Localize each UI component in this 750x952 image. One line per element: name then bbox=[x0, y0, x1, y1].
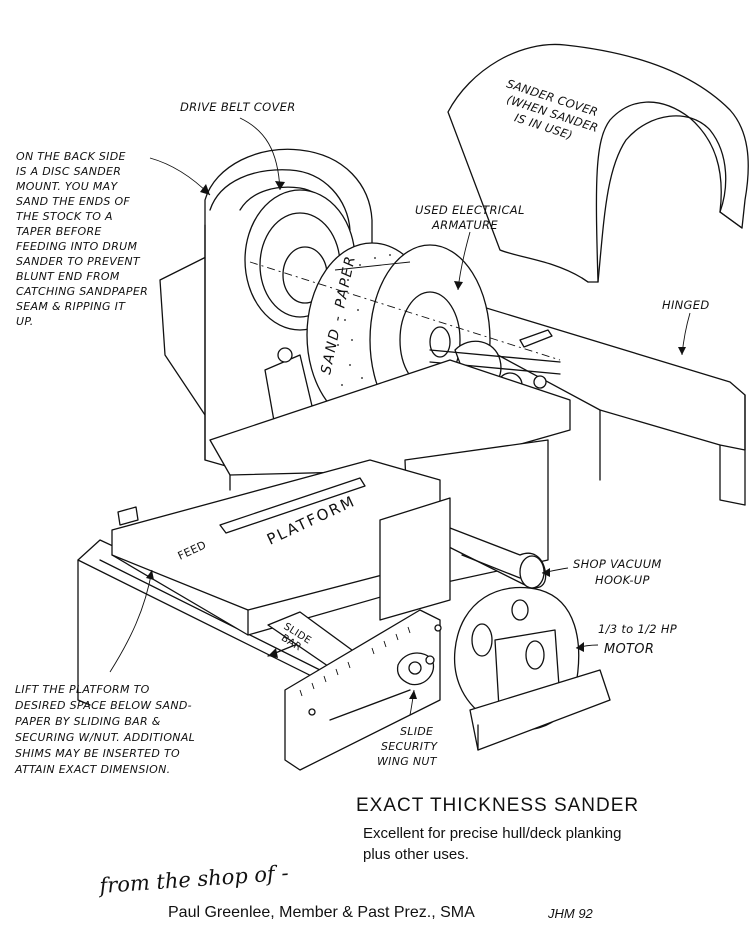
svg-text:SANDER TO PREVENT: SANDER TO PREVENT bbox=[16, 255, 141, 268]
svg-text:DESIRED SPACE BELOW SAND-: DESIRED SPACE BELOW SAND- bbox=[15, 699, 192, 712]
label-lift-note: LIFT THE PLATFORM TO DESIRED SPACE BELOW… bbox=[14, 683, 195, 776]
label-hinged: HINGED bbox=[662, 298, 709, 312]
motor bbox=[453, 586, 611, 751]
sander-cover bbox=[447, 43, 749, 283]
label-back-side-note: ON THE BACK SIDE IS A DISC SANDER MOUNT.… bbox=[16, 150, 148, 328]
label-motor: 1/3 to 1/2 HP MOTOR bbox=[598, 622, 677, 657]
svg-text:SAND THE ENDS OF: SAND THE ENDS OF bbox=[16, 195, 130, 208]
svg-text:MOTOR: MOTOR bbox=[604, 642, 654, 657]
guide-rail bbox=[519, 329, 553, 348]
label-used-armature: USED ELECTRICAL ARMATURE bbox=[415, 203, 525, 232]
svg-text:WING NUT: WING NUT bbox=[377, 755, 438, 768]
svg-text:ARMATURE: ARMATURE bbox=[431, 218, 498, 232]
wing-nut bbox=[396, 652, 435, 686]
svg-text:SHOP VACUUM: SHOP VACUUM bbox=[573, 557, 662, 571]
svg-text:ON THE BACK SIDE: ON THE BACK SIDE bbox=[16, 150, 126, 163]
svg-text:MOUNT. YOU MAY: MOUNT. YOU MAY bbox=[16, 180, 118, 193]
credit-signature: JHM 92 bbox=[547, 906, 594, 921]
platform bbox=[111, 459, 441, 636]
svg-text:TAPER BEFORE: TAPER BEFORE bbox=[16, 225, 102, 238]
svg-text:THE STOCK TO A: THE STOCK TO A bbox=[16, 210, 113, 223]
svg-text:SHIMS MAY BE INSERTED TO: SHIMS MAY BE INSERTED TO bbox=[15, 747, 180, 760]
svg-text:HOOK-UP: HOOK-UP bbox=[595, 573, 650, 587]
svg-text:SECURING W/NUT. ADDITIONAL: SECURING W/NUT. ADDITIONAL bbox=[15, 731, 195, 744]
svg-text:CATCHING SANDPAPER: CATCHING SANDPAPER bbox=[16, 285, 148, 298]
svg-text:plus other uses.: plus other uses. bbox=[363, 846, 469, 863]
vacuum-hookup bbox=[379, 497, 547, 621]
svg-text:SECURITY: SECURITY bbox=[381, 740, 438, 753]
label-shop-vacuum: SHOP VACUUM HOOK-UP bbox=[573, 557, 662, 587]
svg-text:BLUNT END FROM: BLUNT END FROM bbox=[16, 270, 120, 283]
title-main: EXACT THICKNESS SANDER bbox=[356, 795, 639, 816]
shaft-centerline bbox=[249, 261, 561, 361]
svg-text:FEEDING INTO DRUM: FEEDING INTO DRUM bbox=[16, 240, 138, 253]
svg-text:SEAM & RIPPING IT: SEAM & RIPPING IT bbox=[16, 300, 126, 313]
label-drive-belt-cover: DRIVE BELT COVER bbox=[180, 100, 296, 114]
leader-lines bbox=[109, 117, 691, 716]
slide-bar bbox=[267, 609, 442, 771]
svg-text:UP.: UP. bbox=[16, 315, 34, 328]
svg-text:IS A DISC SANDER: IS A DISC SANDER bbox=[16, 165, 121, 178]
svg-text:1/3 to 1/2 HP: 1/3 to 1/2 HP bbox=[598, 622, 677, 636]
svg-text:ATTAIN EXACT DIMENSION.: ATTAIN EXACT DIMENSION. bbox=[14, 763, 170, 776]
credit-from: from the shop of - bbox=[97, 861, 290, 898]
label-wing-nut: SLIDE SECURITY WING NUT bbox=[377, 725, 438, 768]
svg-text:SLIDE: SLIDE bbox=[400, 725, 433, 738]
svg-text:Excellent for precise hull/dec: Excellent for precise hull/deck planking bbox=[363, 825, 621, 842]
svg-text:LIFT THE PLATFORM TO: LIFT THE PLATFORM TO bbox=[15, 683, 150, 696]
title-sub: Excellent for precise hull/deck planking… bbox=[363, 825, 621, 863]
ruler-ticks bbox=[299, 626, 411, 697]
svg-text:DRIVE BELT COVER: DRIVE BELT COVER bbox=[180, 100, 296, 114]
svg-text:PAPER BY SLIDING BAR &: PAPER BY SLIDING BAR & bbox=[15, 715, 161, 728]
credit-name: Paul Greenlee, Member & Past Prez., SMA bbox=[168, 904, 475, 921]
svg-text:USED ELECTRICAL: USED ELECTRICAL bbox=[415, 203, 525, 217]
